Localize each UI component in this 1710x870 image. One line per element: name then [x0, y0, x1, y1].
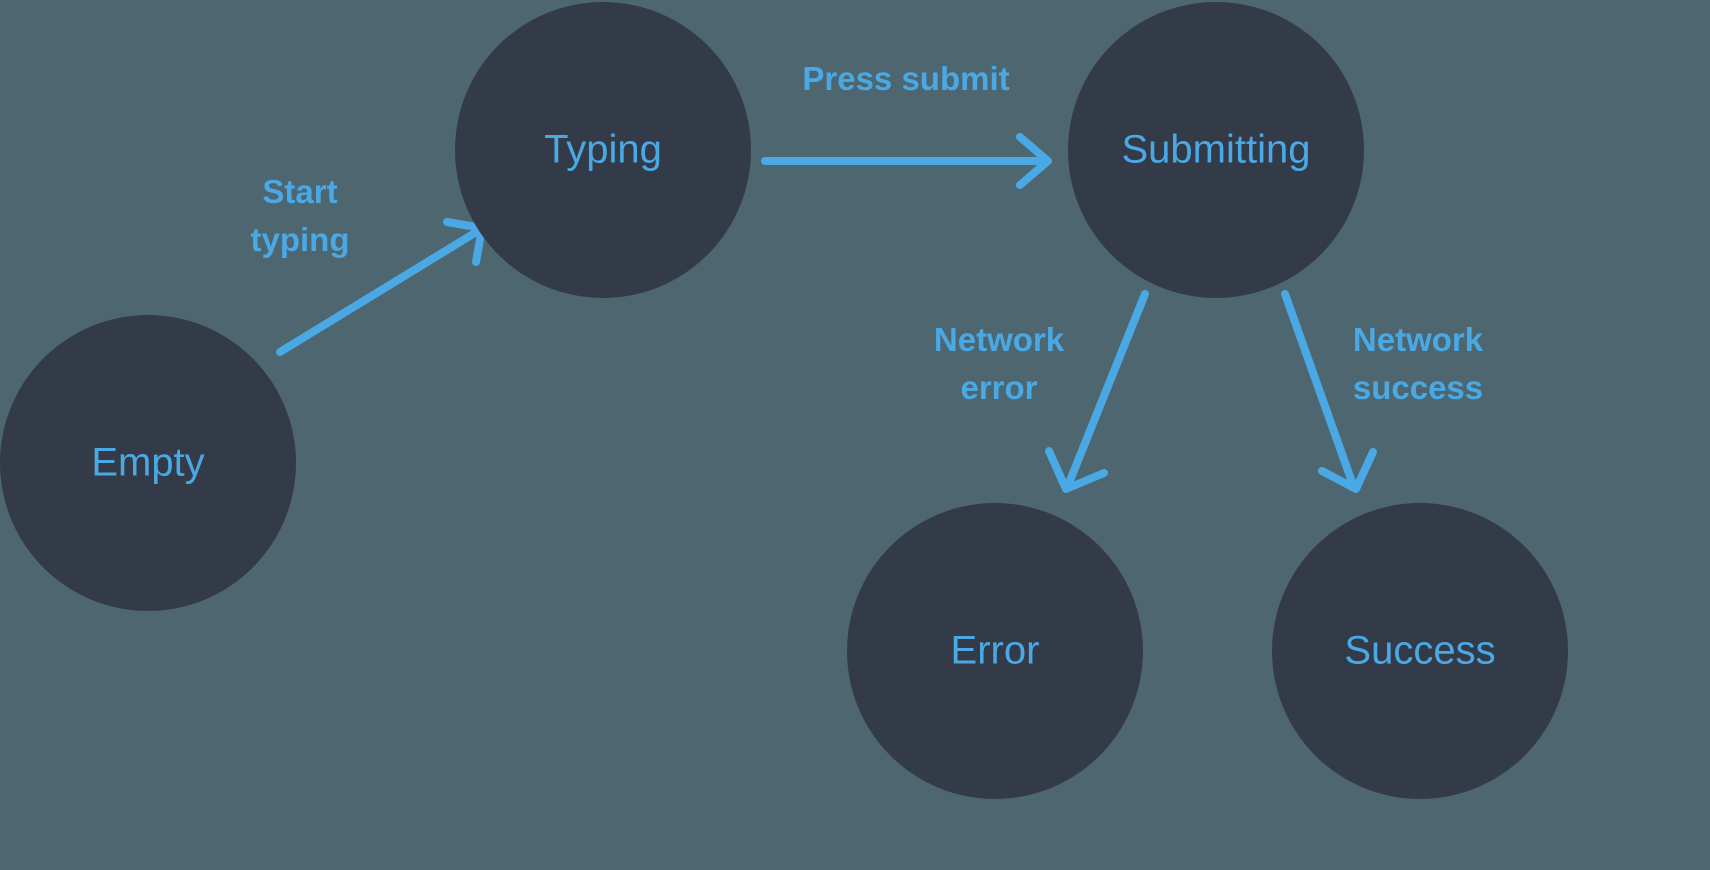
state-node-submitting[interactable]: Submitting: [1068, 2, 1364, 298]
state-node-label: Typing: [544, 128, 662, 172]
edge-label-typing-to-submitting: Press submit: [802, 60, 1009, 97]
edge-line: [276, 227, 482, 356]
edge-label-line: Network: [934, 321, 1065, 358]
state-node-circle[interactable]: [847, 503, 1143, 799]
state-node-label: Success: [1344, 629, 1495, 673]
state-node-empty[interactable]: Empty: [0, 315, 296, 611]
edge-label-line: Start: [262, 173, 337, 210]
edge-submitting-to-success: [1281, 290, 1377, 493]
state-node-error[interactable]: Error: [847, 503, 1143, 799]
edge-typing-to-submitting: [761, 133, 1052, 189]
edge-label-line: success: [1353, 369, 1483, 406]
state-node-label: Empty: [91, 441, 204, 485]
state-node-success[interactable]: Success: [1272, 503, 1568, 799]
arrowhead-icon: [1016, 133, 1052, 189]
state-node-label: Error: [951, 629, 1040, 673]
arrowhead-icon: [1318, 448, 1377, 493]
state-node-circle[interactable]: [455, 2, 751, 298]
state-node-typing[interactable]: Typing: [455, 2, 751, 298]
state-node-circle[interactable]: [1068, 2, 1364, 298]
edge-submitting-to-error: [1045, 290, 1149, 493]
arrowhead-icon: [1045, 447, 1108, 493]
edge-label-submitting-to-success: Network success: [1353, 321, 1484, 406]
edge-label-line: Press submit: [802, 60, 1009, 97]
edge-label-line: Network: [1353, 321, 1484, 358]
state-node-circle[interactable]: [0, 315, 296, 611]
edge-line: [1065, 290, 1149, 487]
edge-line: [1281, 290, 1356, 486]
edges-layer: [276, 133, 1377, 493]
edge-label-submitting-to-error: Network error: [934, 321, 1065, 406]
edge-label-line: error: [960, 369, 1037, 406]
state-node-circle[interactable]: [1272, 503, 1568, 799]
edge-label-empty-to-typing: Start typing: [251, 173, 350, 258]
state-node-label: Submitting: [1122, 128, 1311, 172]
edge-label-line: typing: [251, 221, 350, 258]
